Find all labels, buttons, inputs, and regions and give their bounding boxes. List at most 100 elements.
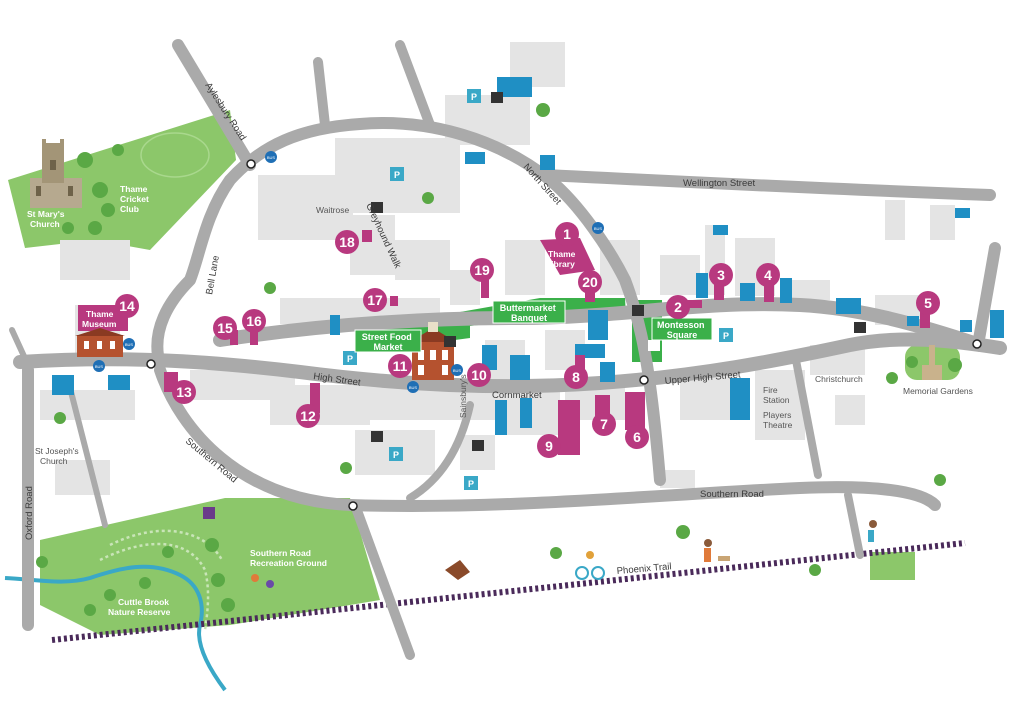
- roundabouts: [146, 159, 982, 511]
- venue-marker-13[interactable]: 13: [172, 380, 196, 404]
- buttermarket-banquet-label: Buttermarket Banquet: [492, 300, 566, 324]
- venue-marker-17[interactable]: 17: [363, 288, 387, 312]
- phoenix-trail-label: Phoenix Trail: [616, 561, 672, 577]
- venue-marker-12[interactable]: 12: [296, 404, 320, 428]
- svg-text:16: 16: [246, 313, 262, 329]
- bus-stop-icon: BUS: [265, 151, 277, 163]
- venue-marker-5[interactable]: 5: [916, 291, 940, 315]
- svg-text:19: 19: [474, 262, 490, 278]
- venue-marker-9[interactable]: 9: [537, 434, 561, 458]
- svg-text:3: 3: [717, 267, 725, 283]
- road-north-stub: [313, 57, 330, 130]
- venue-marker-2[interactable]: 2: [666, 295, 690, 319]
- venue-marker-15[interactable]: 15: [213, 316, 237, 340]
- waitrose-label: Waitrose: [316, 205, 349, 215]
- parking-icon: P: [467, 89, 481, 103]
- cuttle-brook: [4, 564, 227, 692]
- svg-text:9: 9: [545, 438, 553, 454]
- svg-text:6: 6: [633, 429, 641, 445]
- svg-text:BUS: BUS: [125, 342, 134, 347]
- venue-marker-11[interactable]: 11: [388, 354, 412, 378]
- svg-text:P: P: [468, 479, 474, 489]
- runner-icon: [868, 530, 874, 542]
- bus-stop-icon: BUS: [93, 360, 105, 372]
- venue-marker-3[interactable]: 3: [709, 263, 733, 287]
- recreation-ground-label: Southern Road Recreation Ground: [250, 548, 327, 568]
- thame-museum-icon: [75, 328, 125, 357]
- bus-station-icon: [203, 507, 215, 519]
- red-kite-icon: [445, 560, 470, 580]
- venue-marker-4[interactable]: 4: [756, 263, 780, 287]
- sainsburys-label: Sainsbury's: [458, 374, 468, 418]
- road-east-end: [972, 242, 1001, 351]
- cuttle-brook-nature-reserve-label: Cuttle Brook Nature Reserve: [108, 597, 171, 617]
- svg-text:18: 18: [339, 234, 355, 250]
- venue-marker-10[interactable]: 10: [467, 363, 491, 387]
- road-south-link: [350, 500, 415, 660]
- svg-text:P: P: [393, 450, 399, 460]
- bell-lane-label: Bell Lane: [204, 255, 222, 296]
- memorial-monument-icon: [922, 345, 942, 380]
- venue-marker-19[interactable]: 19: [470, 258, 494, 282]
- svg-text:20: 20: [582, 274, 598, 290]
- parking-icons: P P P P P P: [343, 89, 733, 490]
- svg-text:13: 13: [176, 384, 192, 400]
- st-marys-church-icon: [30, 139, 82, 208]
- venue-marker-16[interactable]: 16: [242, 309, 266, 333]
- venue-marker-14[interactable]: 14: [115, 294, 139, 318]
- road-ring-north: [151, 117, 666, 486]
- memorial-gardens-label: Memorial Gardens: [903, 386, 973, 396]
- svg-text:10: 10: [471, 367, 487, 383]
- montesson-square-label: Montesson Square: [651, 317, 713, 341]
- wellington-street-label: Wellington Street: [683, 178, 756, 189]
- footpath-curves: [99, 529, 224, 631]
- venue-marker-1[interactable]: 1: [555, 222, 579, 246]
- parking-icon: P: [390, 167, 404, 181]
- roads: [9, 39, 1007, 660]
- road-southern: [154, 364, 941, 513]
- svg-text:7: 7: [600, 416, 608, 432]
- svg-text:14: 14: [119, 298, 135, 314]
- road-northeast-stub: [395, 40, 435, 130]
- venue-marker-18[interactable]: 18: [335, 230, 359, 254]
- svg-text:1: 1: [563, 226, 571, 242]
- cricket-pitch: [140, 132, 210, 178]
- venue-marker-20[interactable]: 20: [578, 270, 602, 294]
- parking-icon: P: [719, 328, 733, 342]
- bus-stop-icon: BUS: [407, 381, 419, 393]
- svg-text:15: 15: [217, 320, 233, 336]
- venue-marker-6[interactable]: 6: [625, 425, 649, 449]
- fire-station-label: Fire Station: [763, 385, 790, 405]
- svg-text:BUS: BUS: [95, 364, 104, 369]
- bike-icon: [632, 305, 644, 316]
- svg-text:Street Food Market: Street Food Market: [362, 332, 415, 352]
- bus-stop-icon: BUS: [451, 364, 463, 376]
- road-aylesbury: [172, 39, 256, 171]
- bike-icons: [371, 92, 866, 451]
- numbered-markers: 1 2 3 4 5 6 7 8 9 10 11 12 13 14 15 16 1…: [115, 222, 940, 458]
- oxford-road-label: Oxford Road: [24, 486, 35, 540]
- svg-text:BUS: BUS: [409, 385, 418, 390]
- svg-text:BUS: BUS: [594, 226, 603, 231]
- svg-text:2: 2: [674, 299, 682, 315]
- svg-text:5: 5: [924, 295, 932, 311]
- svg-text:17: 17: [367, 292, 383, 308]
- venue-marker-8[interactable]: 8: [564, 365, 588, 389]
- parking-icon: P: [389, 447, 403, 461]
- svg-text:BUS: BUS: [453, 368, 462, 373]
- road-high-street: [13, 332, 1007, 394]
- bus-stop-icon: BUS: [592, 222, 604, 234]
- bike-icon: [854, 322, 866, 333]
- svg-text:P: P: [347, 354, 353, 364]
- cornmarket-label: Cornmarket: [492, 390, 542, 401]
- event-area-labels: Street Food Market Buttermarket Banquet …: [354, 300, 713, 353]
- venue-marker-7[interactable]: 7: [592, 412, 616, 436]
- road-sainsburys-link: [406, 401, 474, 502]
- recreation-ground: [40, 498, 380, 635]
- bus-stops: BUS BUS BUS BUS BUS BUS: [93, 151, 604, 519]
- cricket-ground: [8, 110, 236, 250]
- svg-text:Buttermarket Banquet: Buttermarket Banquet: [500, 303, 559, 323]
- walker-with-dog-icon: [704, 548, 711, 562]
- christchurch-label: Christchurch: [815, 374, 863, 384]
